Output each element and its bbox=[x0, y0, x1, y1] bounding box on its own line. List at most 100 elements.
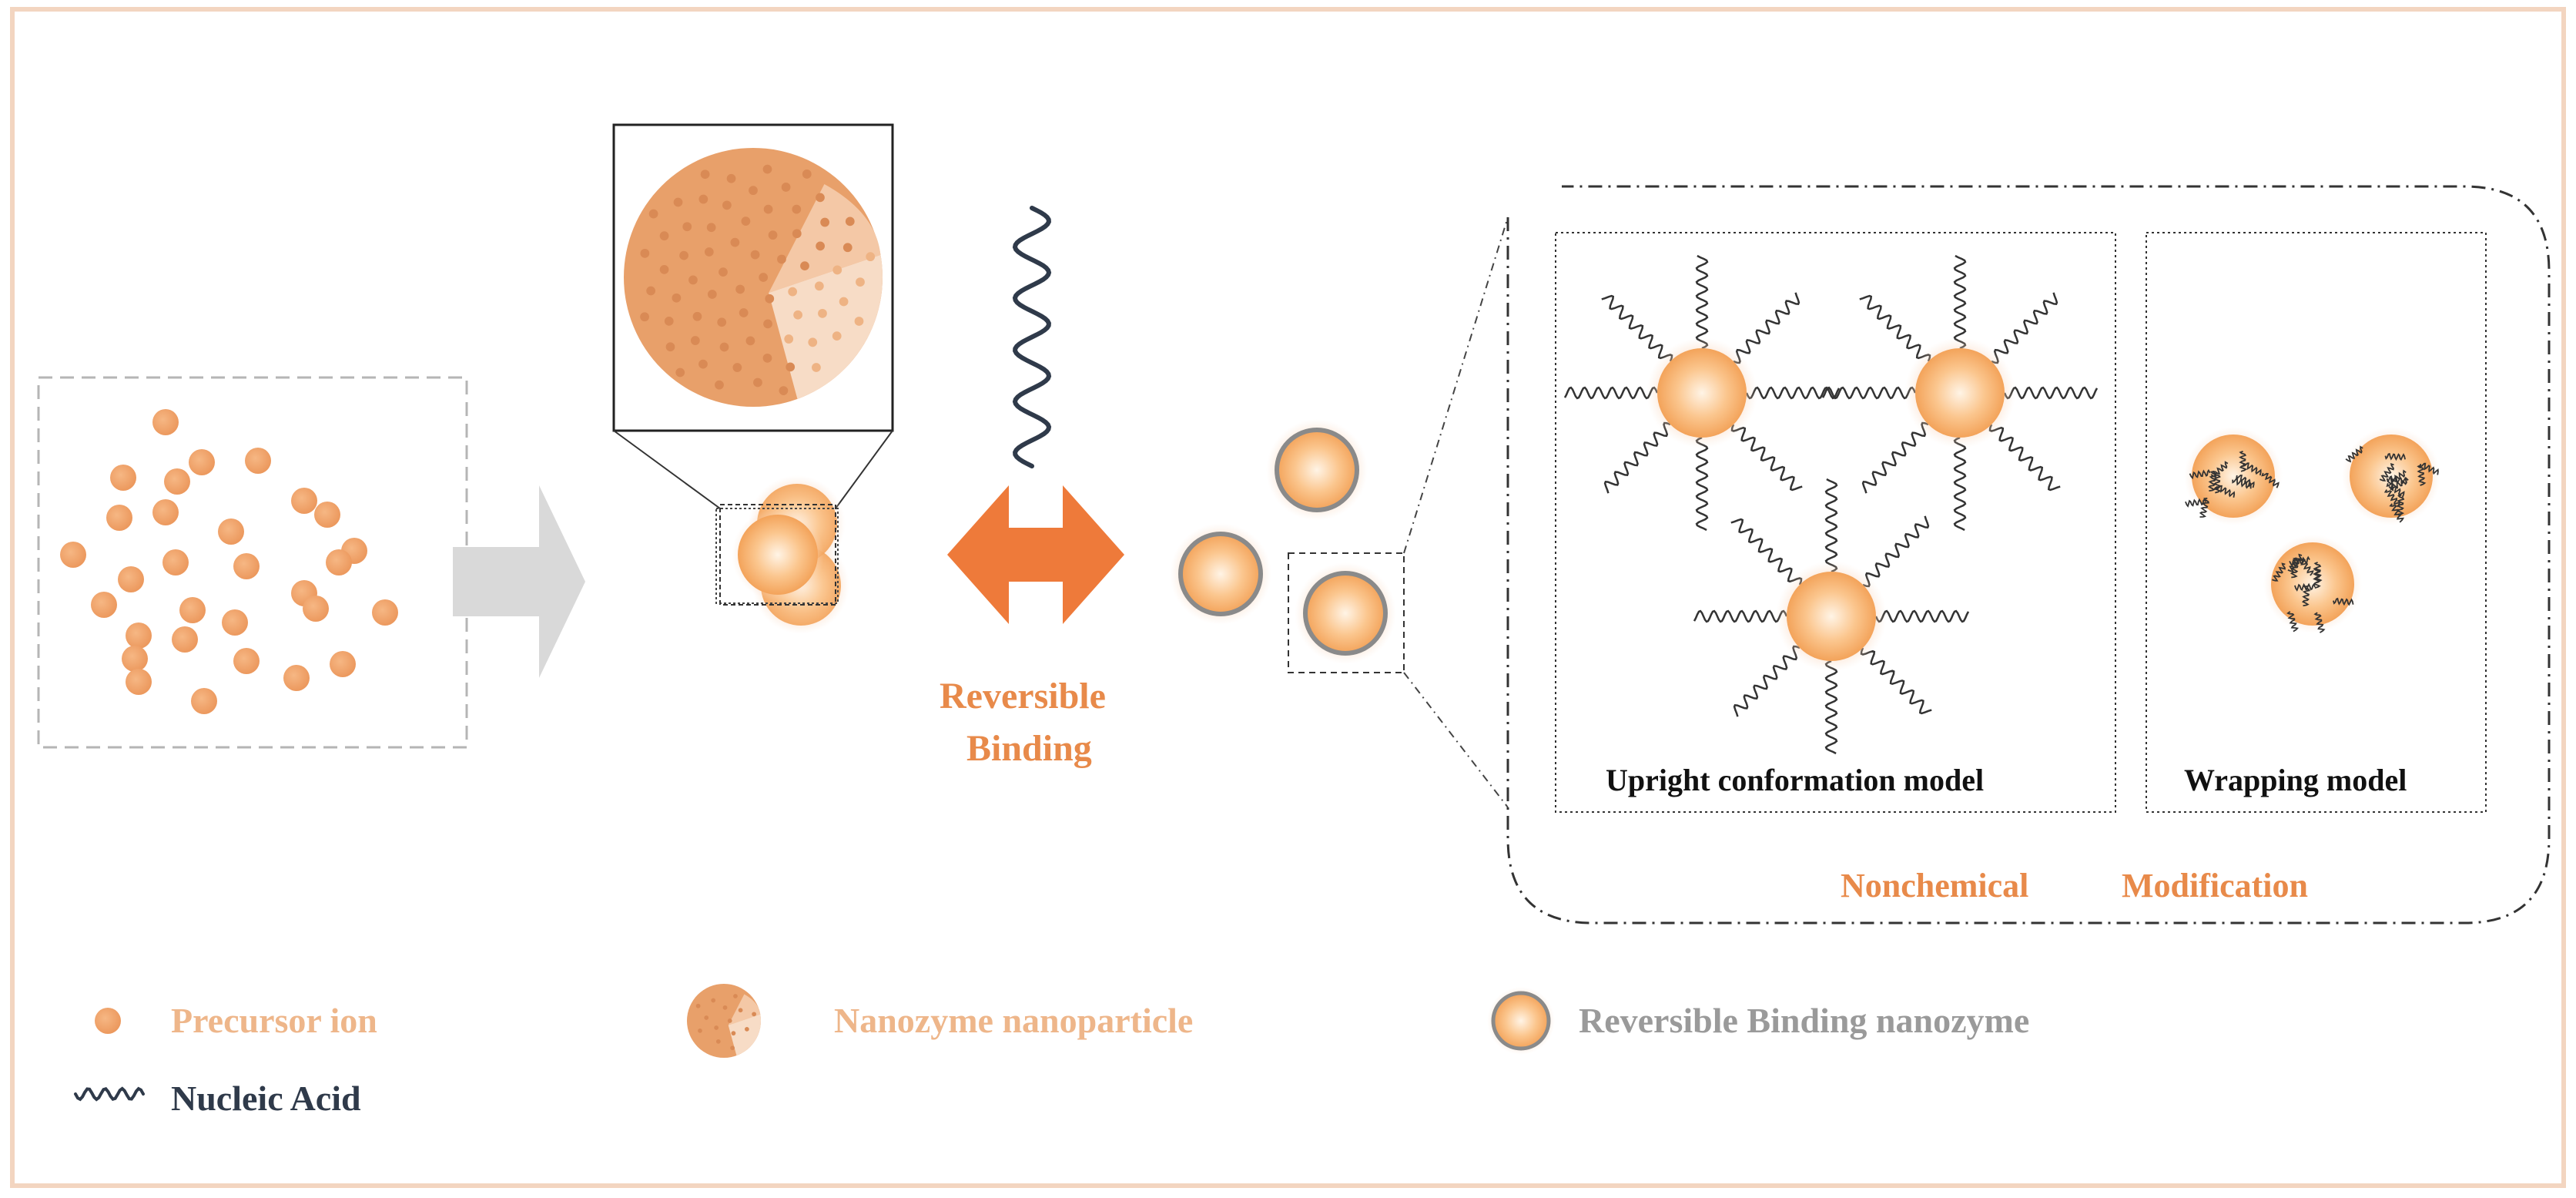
wave-icon bbox=[1012, 206, 1052, 468]
nanozyme-pore bbox=[640, 312, 649, 322]
nanozyme-cluster bbox=[715, 475, 849, 634]
precursor-ion-dot bbox=[126, 669, 152, 695]
rb-nanozyme bbox=[1303, 571, 1388, 656]
nucleic-acid-strand bbox=[1860, 647, 1932, 715]
reversible-label-line1: Reversible bbox=[940, 676, 1106, 716]
zoom-line-right bbox=[835, 430, 893, 509]
nanozyme-pore bbox=[739, 308, 749, 317]
nucleic-acid-strand bbox=[1601, 294, 1673, 362]
nanozyme-pore bbox=[832, 331, 842, 341]
precursor-ion-dot bbox=[372, 599, 398, 626]
nucleic-acid-strand bbox=[1988, 424, 2061, 492]
cluster-inner-box bbox=[719, 504, 836, 606]
nanozyme-pore bbox=[672, 293, 682, 303]
nanozyme-pore bbox=[704, 1015, 709, 1020]
nucleic-acid-strand bbox=[1861, 421, 1929, 494]
nanozyme-pore bbox=[732, 363, 742, 372]
nanozyme-pore bbox=[679, 250, 688, 260]
nanozyme-pore bbox=[727, 1018, 732, 1023]
nanozyme-pore bbox=[812, 363, 821, 372]
nanozyme-particle bbox=[1915, 348, 2005, 438]
nanozyme-pore bbox=[719, 342, 729, 352]
nanozyme-particle bbox=[1657, 348, 1747, 438]
precursor-ion-dot bbox=[222, 609, 248, 636]
nucleic-acid-strand bbox=[1695, 254, 1709, 350]
precursor-ion-dot bbox=[218, 518, 244, 545]
nanozyme-pore bbox=[765, 294, 775, 304]
precursor-ion-dot bbox=[233, 553, 260, 579]
nanozyme-pore bbox=[781, 183, 791, 192]
wrapped-nucleic-acid bbox=[2333, 597, 2354, 606]
nanozyme-pore bbox=[792, 204, 802, 214]
precursor-ion-dot bbox=[110, 465, 136, 491]
precursor-ion-dots bbox=[60, 409, 398, 714]
wrapped-nucleic-acid bbox=[2389, 503, 2405, 523]
nanozyme-pore bbox=[808, 337, 818, 347]
nanozyme-pore bbox=[738, 1008, 743, 1013]
nanozyme-pore bbox=[854, 317, 864, 326]
nanozyme-pore bbox=[786, 362, 796, 372]
wrapped-nucleic-acid bbox=[2216, 485, 2236, 498]
nanozyme-nanoparticle-large bbox=[624, 148, 883, 407]
wrapped-nucleic-acid bbox=[2185, 498, 2206, 508]
nanozyme-pore bbox=[726, 173, 736, 183]
wrapped-nucleic-acid bbox=[2419, 462, 2439, 475]
precursor-ion-dot bbox=[283, 665, 310, 691]
upright-conformation-particles bbox=[1563, 254, 2099, 755]
rb-nanozyme bbox=[1178, 532, 1263, 616]
wrapped-nucleic-acid bbox=[2313, 567, 2321, 589]
nucleic-acid-strand bbox=[1693, 609, 1788, 623]
zoom-line-left bbox=[613, 430, 721, 509]
nanozyme-pore bbox=[752, 1012, 756, 1017]
precursor-ion-dot bbox=[126, 622, 152, 649]
upright-panel bbox=[1555, 232, 2116, 813]
wrapping-particles bbox=[2184, 427, 2440, 633]
nanozyme-pore bbox=[832, 265, 842, 275]
nanozyme-pore bbox=[741, 216, 751, 226]
nanozyme-pore bbox=[777, 254, 786, 264]
nonchemical-label: Nonchemical bbox=[1841, 867, 2029, 904]
precursor-ion-dot bbox=[245, 448, 271, 474]
nucleic-acid-strand bbox=[1991, 292, 2058, 364]
nanozyme-pore bbox=[664, 316, 674, 326]
nanozyme-pore bbox=[749, 186, 758, 196]
wrapped-nucleic-acid bbox=[2386, 475, 2407, 485]
nanozyme-pore bbox=[735, 284, 745, 294]
precursor-ion-dot bbox=[291, 488, 317, 514]
nanozyme-nanoparticle-legend-icon bbox=[687, 984, 761, 1058]
nanozyme-pore bbox=[715, 380, 724, 390]
rb-zoom-box bbox=[1288, 552, 1405, 673]
nucleic-acid-strand bbox=[1824, 478, 1838, 573]
nucleic-acid-strand bbox=[1862, 515, 1930, 588]
nanozyme-pore bbox=[800, 261, 809, 271]
wrapped-nucleic-acid bbox=[2242, 462, 2262, 476]
nucleic-acid-strand bbox=[1733, 645, 1801, 717]
precursor-ion-legend-icon bbox=[95, 1008, 121, 1034]
nucleic-acid-legend-icon bbox=[74, 1086, 145, 1102]
nanozyme-particle bbox=[2271, 542, 2354, 626]
precursor-ion-dot bbox=[106, 505, 132, 531]
wrapped-nucleic-acid bbox=[2396, 494, 2405, 516]
rb-zoom-line-bottom bbox=[1403, 672, 1509, 808]
precursor-ion-dot bbox=[172, 626, 198, 653]
rb-nanozyme bbox=[1275, 428, 1359, 512]
nanozyme-pore bbox=[759, 273, 769, 282]
precursor-ion-dot bbox=[314, 502, 340, 528]
outer-frame bbox=[10, 7, 2566, 1188]
nucleic-acid-strand bbox=[1730, 518, 1803, 586]
nanozyme-pore bbox=[814, 281, 824, 291]
reversible-label-line2: Binding bbox=[966, 728, 1092, 769]
nucleic-acid-strand bbox=[1874, 609, 1970, 623]
nanozyme-pore bbox=[730, 1045, 735, 1051]
nucleic-acid-strand bbox=[1695, 436, 1709, 532]
nucleic-acid-strand bbox=[1745, 386, 1841, 400]
nanozyme-pore bbox=[753, 378, 762, 388]
nanozyme-pore bbox=[640, 248, 650, 258]
wrapped-nucleic-acid bbox=[2199, 497, 2209, 518]
nanozyme-pore bbox=[731, 1031, 736, 1036]
nanozyme-pore bbox=[802, 169, 812, 179]
nanozyme-pore bbox=[744, 1026, 749, 1032]
nanozyme-cut-face-top bbox=[728, 994, 761, 1025]
nanozyme-cut-face bbox=[728, 1014, 761, 1056]
